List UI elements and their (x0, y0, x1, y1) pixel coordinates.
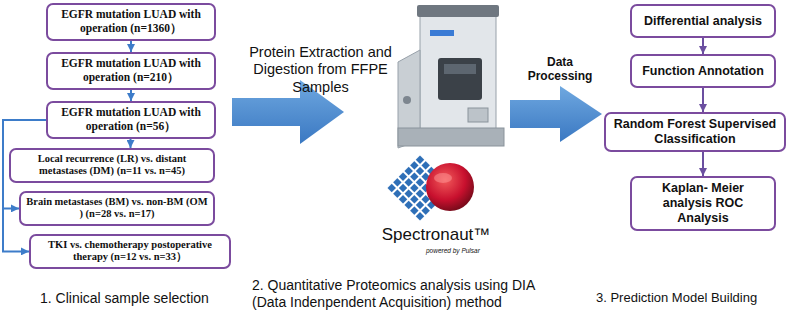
section-caption: 1. Clinical sample selection (40, 290, 252, 307)
process-box: Function Annotation (630, 54, 776, 88)
mass-spectrometer (398, 5, 504, 148)
logo-tagline: powered by Pulsar (426, 247, 502, 255)
software-logo (386, 154, 474, 222)
process-box: Kaplan- Meier analysis ROC Analysis (630, 176, 776, 231)
section-caption: 3. Prediction Model Building (596, 290, 786, 306)
box-text: EGFR mutation LUAD with operation (n=210… (53, 57, 209, 84)
box-text: TKI vs. chemotherapy postoperative thera… (36, 239, 224, 264)
process-box: Differential analysis (630, 4, 776, 38)
box-text: Function Annotation (637, 64, 769, 79)
box-text: Differential analysis (637, 14, 769, 29)
flow-arrow (702, 38, 704, 54)
box-text: Random Forest Supervised Classification (611, 117, 779, 147)
box-text: EGFR mutation LUAD with operation (n=56） (53, 106, 209, 133)
flow-arrow (130, 90, 132, 101)
logo-text: Spectronaut™ (366, 225, 506, 245)
flow-arrow (130, 41, 132, 52)
box-text: Local recurrence (LR) vs. distant metast… (16, 153, 208, 178)
box-text: EGFR mutation LUAD with operation (n=136… (53, 8, 209, 35)
box-text: Brain metastases (BM) vs. non-BM (OM ) (… (26, 196, 208, 221)
process-box: EGFR mutation LUAD with operation (n=136… (46, 3, 216, 41)
step-label: Data Processing (516, 55, 604, 84)
flow-arrow (702, 88, 704, 112)
process-arrow (510, 86, 602, 142)
process-box: EGFR mutation LUAD with operation (n=210… (46, 52, 216, 90)
process-box: Random Forest Supervised Classification (604, 112, 786, 152)
step-label: Protein Extraction and Digestion from FF… (248, 44, 393, 96)
process-box: TKI vs. chemotherapy postoperative thera… (29, 234, 231, 269)
flow-arrow (702, 152, 704, 176)
flow-arrow (130, 139, 132, 148)
box-text: Kaplan- Meier analysis ROC Analysis (637, 181, 769, 226)
process-box: Brain metastases (BM) vs. non-BM (OM ) (… (19, 191, 215, 226)
process-box: Local recurrence (LR) vs. distant metast… (9, 148, 215, 183)
flow-arrow (3, 120, 46, 251)
process-box: EGFR mutation LUAD with operation (n=56） (46, 101, 216, 139)
section-caption: 2. Quantitative Proteomics analysis usin… (252, 277, 544, 311)
